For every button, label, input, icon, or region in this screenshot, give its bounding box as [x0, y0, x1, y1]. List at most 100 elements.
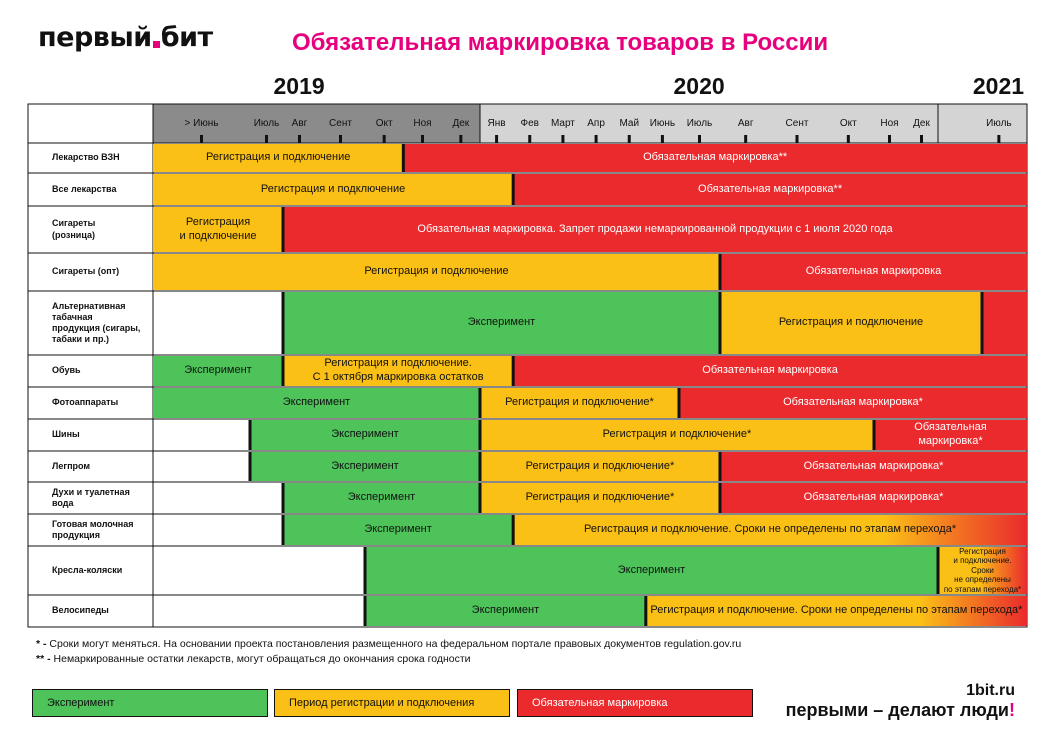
month-tick [382, 135, 386, 143]
bar-experiment [250, 420, 480, 450]
bar-registration [153, 144, 404, 172]
legend-experiment-label: Эксперимент [47, 697, 115, 709]
segment-boundary [718, 254, 722, 290]
row-label: Фотоаппараты [28, 387, 150, 419]
year-label: 2020 [673, 73, 725, 99]
bar-registration [480, 388, 679, 418]
segment-boundary [248, 420, 252, 450]
bar-mandatory [403, 144, 1027, 172]
segment-boundary [872, 420, 876, 450]
row-label-lines: Шины [52, 429, 80, 440]
bar-experiment [153, 388, 480, 418]
logo-text-right: бит [160, 22, 213, 53]
footnote-1: * - Сроки могут меняться. На основании п… [36, 638, 741, 650]
footnote-2-text: Немаркированные остатки лекарств, могут … [53, 653, 471, 665]
segment-boundary [281, 515, 285, 545]
row-label-line: Сигареты [52, 218, 96, 229]
row-label-line: продукция (сигары, табаки и пр.) [52, 323, 141, 345]
bar-mandatory [874, 420, 1027, 450]
bar-experiment [250, 452, 480, 481]
row-label-line: Велосипеды [52, 605, 109, 616]
segment-boundary [363, 547, 367, 594]
bar-gradient [938, 547, 1027, 594]
row-label: Лекарство ВЗН [28, 143, 150, 173]
month-label: Июль [253, 118, 280, 129]
row-label-lines: Обувь [52, 365, 81, 376]
segment-boundary [511, 356, 515, 386]
row-label-line: Легпром [52, 460, 91, 471]
month-label: Окт [839, 118, 857, 129]
row-label-lines: Духи и туалетная вода [52, 487, 150, 510]
segment-boundary [980, 292, 984, 354]
legend-registration-label: Период регистрации и подключения [289, 697, 475, 709]
month-tick [660, 135, 664, 143]
segment-boundary [677, 388, 681, 418]
bar-registration [480, 483, 720, 513]
bar-experiment [283, 515, 514, 545]
bar-experiment [365, 596, 646, 626]
slogan-mark: ! [1009, 700, 1015, 720]
bar-experiment [153, 356, 283, 386]
row-label-line: Шины [52, 429, 80, 440]
bar-registration [153, 254, 720, 290]
header-2020-band [480, 104, 938, 143]
site-url[interactable]: 1bit.ru [966, 682, 1015, 699]
month-tick [698, 135, 701, 143]
legend-mandatory: Обязательная маркировка [517, 689, 753, 717]
month-label: Март [550, 118, 575, 129]
segment-boundary [936, 547, 940, 594]
header-2021-band [938, 104, 1027, 143]
timeline-chart [27, 103, 1028, 628]
segment-boundary [478, 388, 482, 418]
month-label: Июнь [649, 118, 676, 129]
logo-dot-icon [152, 41, 160, 48]
month-label: Дек [913, 118, 930, 129]
segment-boundary [718, 483, 722, 513]
segment-boundary [644, 596, 648, 626]
month-label: Ноя [413, 118, 432, 129]
bar-mandatory [720, 452, 1027, 481]
year-label: 2019 [273, 73, 325, 99]
row-label: Шины [28, 419, 150, 451]
month-tick [846, 135, 850, 143]
legend-mandatory-label: Обязательная маркировка [532, 697, 668, 709]
bar-registration [153, 207, 283, 252]
bar-experiment [283, 292, 720, 354]
footnote-2-mark: ** - [36, 653, 51, 665]
month-label: Янв [487, 118, 506, 129]
segment-boundary [718, 452, 722, 481]
row-label: Велосипеды [28, 595, 150, 627]
month-label: Окт [375, 118, 393, 129]
segment-boundary [248, 452, 252, 481]
bar-registration [153, 174, 514, 205]
month-tick [495, 135, 499, 143]
footnote-2: ** - Немаркированные остатки лекарств, м… [36, 653, 471, 665]
bar-gradient [645, 596, 1027, 626]
legend-registration: Период регистрации и подключения [274, 689, 510, 717]
bar-mandatory [982, 292, 1027, 354]
month-tick [594, 135, 598, 143]
month-tick [339, 135, 342, 143]
footnote-1-mark: * - [36, 638, 47, 650]
segment-boundary [511, 174, 515, 205]
month-tick [298, 135, 301, 143]
month-tick [528, 135, 532, 143]
segment-boundary [511, 515, 515, 545]
row-label-line: Фотоаппараты [52, 397, 119, 408]
segment-boundary [281, 207, 285, 252]
month-label: Авг [291, 118, 308, 129]
row-label: Все лекарства [28, 173, 150, 206]
year-label: 2021 [972, 73, 1025, 99]
bar-registration [480, 452, 720, 481]
month-label: Май [619, 118, 640, 129]
month-label: Сент [329, 118, 352, 129]
segment-boundary [718, 292, 722, 354]
month-label: Дек [452, 118, 470, 129]
row-label: Сигареты (опт) [28, 253, 150, 291]
bar-mandatory [720, 483, 1027, 513]
row-label-line: Лекарство ВЗН [52, 152, 120, 163]
bar-registration [480, 420, 874, 450]
